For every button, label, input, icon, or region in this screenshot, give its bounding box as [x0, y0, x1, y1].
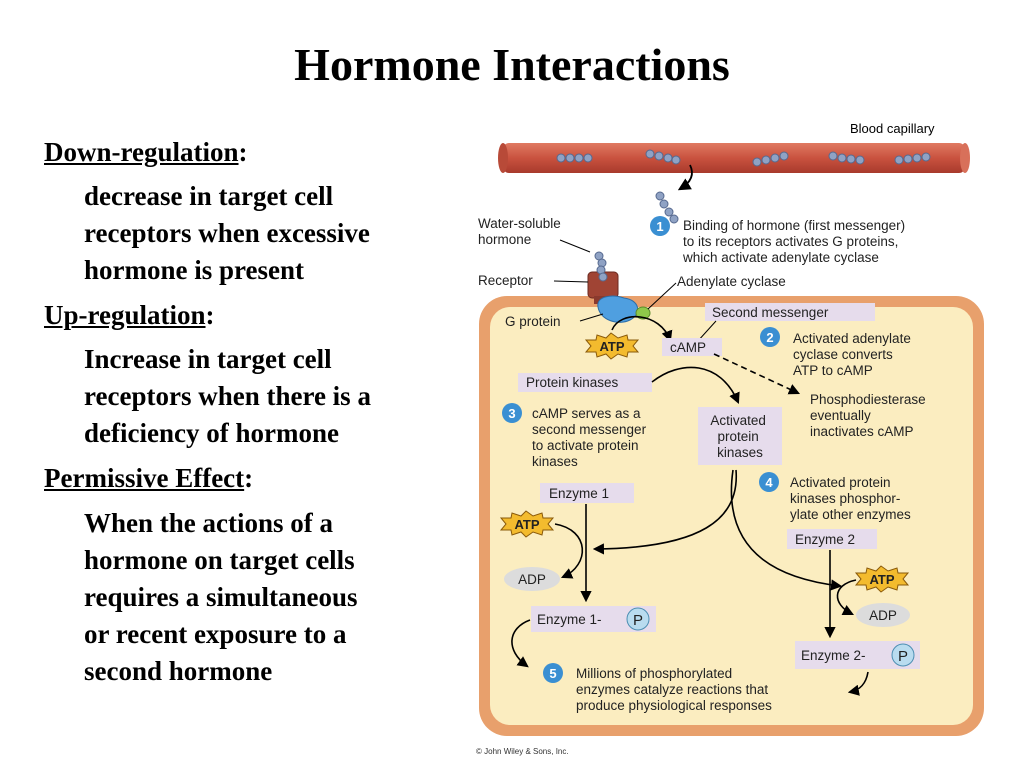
second-messenger-box [705, 303, 875, 321]
enzyme-1-box [540, 483, 634, 503]
adenylate-cyclase [635, 306, 651, 320]
svg-text:1: 1 [656, 219, 663, 234]
phosphate-1-icon [626, 607, 650, 631]
svg-text:5: 5 [549, 666, 556, 681]
svg-text:Binding of hormone (first mess: Binding of hormone (first messenger) to … [682, 218, 909, 265]
camp-box [662, 338, 722, 356]
receptor-label: Receptor [478, 273, 533, 288]
atp-burst-right: ATP [854, 565, 910, 593]
svg-text:3: 3 [508, 406, 515, 421]
enzyme-2p-label: Enzyme 2- [801, 648, 866, 663]
heading-permissive-effect: Permissive Effect: [44, 463, 254, 493]
step-2: 2 Activated adenylate cyclase converts A… [760, 327, 915, 378]
heading-up-regulation: Up-regulation: [44, 300, 215, 330]
activated-protein-kinases-box [698, 407, 782, 465]
svg-text:Activated protein kinase: Activated protein kinases phosphor- ylat… [790, 475, 911, 522]
protein-kinases-label: Protein kinases [526, 375, 619, 390]
step-4: 4 Activated protein kinases phosphor- yl… [759, 472, 911, 522]
second-messenger-label: Second messenger [712, 305, 829, 320]
svg-text:2: 2 [766, 330, 773, 345]
down-regulation-text: decrease in target cell receptors when e… [84, 181, 370, 285]
atp-burst-top: ATP [584, 332, 640, 360]
svg-text:ATP: ATP [514, 517, 539, 532]
slide-title: Hormone Interactions [294, 39, 730, 90]
phosphate-2-icon [891, 643, 915, 667]
atp-burst-left: ATP [499, 510, 555, 538]
g-protein-label: G protein [505, 314, 561, 329]
svg-text:Activated adenylate cycl: Activated adenylate cyclase converts ATP… [793, 331, 915, 378]
g-protein [597, 295, 639, 323]
activated-protein-kinases-label: Activated protein kinases [710, 413, 769, 460]
phosphate-1-label: P [633, 612, 643, 629]
svg-text:ATP: ATP [869, 572, 894, 587]
blood-capillary-label: Blood capillary [850, 121, 935, 136]
adp-right-label: ADP [869, 608, 897, 623]
step-5: 5 Millions of phosphorylated enzymes cat… [543, 663, 772, 713]
water-soluble-hormone-label: Water-soluble hormone [478, 216, 565, 247]
enzyme-2-label: Enzyme 2 [795, 532, 855, 547]
up-regulation-text: Increase in target cell receptors when t… [84, 344, 371, 448]
adp-left-label: ADP [518, 572, 546, 587]
step-3: 3 cAMP serves as a second messenger to a… [502, 403, 650, 469]
copyright-text: © John Wiley & Sons, Inc. [476, 747, 569, 756]
adenylate-cyclase-label: Adenylate cyclase [677, 274, 786, 289]
protein-kinases-box [518, 373, 652, 392]
adp-left [504, 567, 560, 591]
bound-hormone [594, 251, 608, 282]
camp-label: cAMP [670, 340, 706, 355]
free-hormone [655, 191, 679, 224]
phosphodiesterase-label: Phosphodiesterase eventually inactivates… [810, 392, 929, 439]
enzyme-1p-label: Enzyme 1- [537, 612, 602, 627]
svg-text:Millions of phosphorylated: Millions of phosphorylated enzymes catal… [576, 666, 772, 713]
phosphate-2-label: P [898, 648, 908, 665]
svg-text:ATP: ATP [599, 339, 624, 354]
step-1: 1 Binding of hormone (first messenger) t… [650, 216, 909, 265]
svg-text:4: 4 [765, 475, 773, 490]
blood-capillary [498, 143, 970, 173]
enzyme-1-label: Enzyme 1 [549, 486, 609, 501]
heading-down-regulation: Down-regulation: [44, 137, 248, 167]
enzyme-2-box [787, 529, 877, 549]
permissive-effect-text: When the actions of a hormone on target … [84, 508, 358, 686]
adp-right [856, 603, 910, 627]
svg-text:cAMP serves as a second: cAMP serves as a second messenger to act… [532, 406, 650, 469]
